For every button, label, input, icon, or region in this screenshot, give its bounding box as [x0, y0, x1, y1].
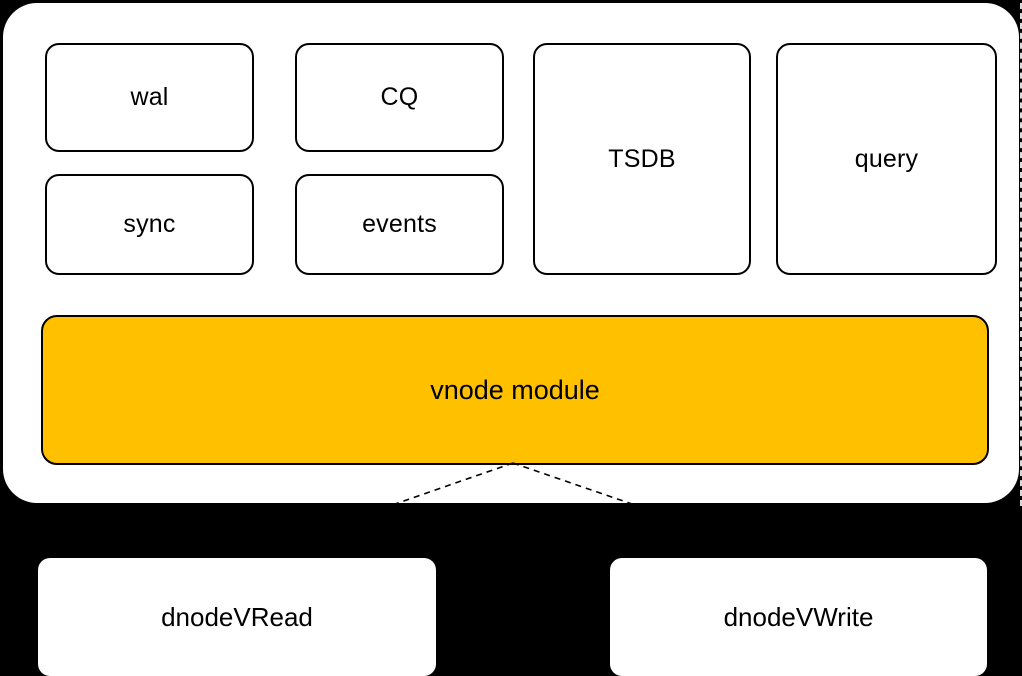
module-label-wal: wal	[130, 83, 169, 111]
dnode-box-dnodevwrite[interactable]: dnodeVWrite	[610, 558, 987, 676]
module-box-events[interactable]: events	[295, 174, 504, 275]
module-box-tsdb[interactable]: TSDB	[533, 43, 751, 275]
right-guide-line	[1020, 3, 1022, 506]
vnode-module-box[interactable]: vnode module	[41, 315, 989, 465]
module-label-tsdb: TSDB	[608, 144, 676, 173]
module-label-sync: sync	[123, 210, 176, 238]
vnode-module-label: vnode module	[430, 374, 600, 405]
module-box-query[interactable]: query	[776, 43, 997, 275]
module-label-query: query	[854, 144, 919, 173]
dnode-label-dnodevread: dnodeVRead	[161, 601, 313, 632]
module-box-cq[interactable]: CQ	[295, 43, 504, 152]
module-label-events: events	[362, 210, 437, 238]
dnode-box-dnodevread[interactable]: dnodeVRead	[38, 558, 436, 676]
module-box-wal[interactable]: wal	[45, 43, 254, 152]
module-box-sync[interactable]: sync	[45, 174, 254, 275]
module-label-cq: CQ	[380, 83, 419, 111]
dnode-label-dnodevwrite: dnodeVWrite	[723, 601, 874, 632]
vnode-panel: wal CQ sync events TSDB query vnode modu…	[3, 3, 1022, 506]
